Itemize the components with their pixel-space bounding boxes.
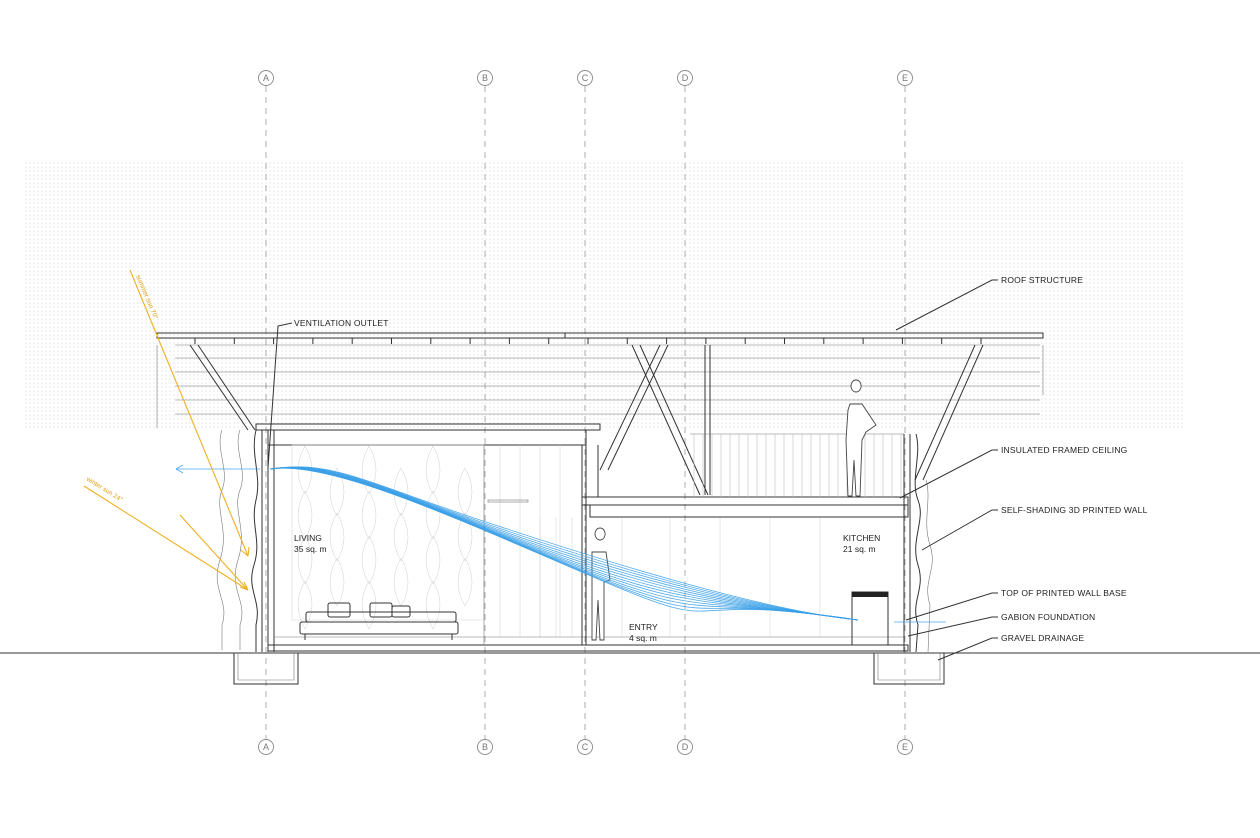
grid-label-B-top: B — [482, 73, 488, 83]
annotation-leaders — [267, 279, 998, 661]
ventilation-outlet-label: VENTILATION OUTLET — [294, 318, 389, 328]
interior-partitions — [483, 445, 587, 645]
gabion-foundation — [233, 653, 945, 685]
grid-label-A-bottom: A — [263, 742, 269, 752]
grid-bubble-D-bottom — [677, 739, 693, 755]
ventilation-airflow — [269, 466, 859, 621]
grid-bubble-D-top — [677, 70, 693, 86]
kitchen-appliance — [851, 591, 889, 646]
entry-room-name: ENTRY — [629, 622, 658, 632]
grid-label-B-bottom: B — [482, 742, 488, 752]
grid-bubble-A-bottom — [258, 739, 274, 755]
grid-bubble-B-top — [477, 70, 493, 86]
human-figure-mezzanine — [845, 379, 877, 497]
grid-label-D-bottom: D — [682, 742, 689, 752]
kitchen-room-name: KITCHEN — [843, 533, 880, 543]
left-printed-wall — [216, 429, 275, 652]
grid-bubble-E-bottom — [897, 739, 913, 755]
grid-label-A-top: A — [263, 73, 269, 83]
living-room-name: LIVING — [294, 533, 322, 543]
grid-label-C-top: C — [582, 73, 589, 83]
gravel-label: GRAVEL DRAINAGE — [1001, 633, 1084, 643]
background-elevation-hatch — [25, 162, 1185, 428]
roof-structure — [156, 332, 1044, 496]
printed-wall-label: SELF-SHADING 3D PRINTED WALL — [1001, 505, 1148, 515]
grid-label-C-bottom: C — [582, 742, 589, 752]
structural-grid: A A B B C C D D E E — [258, 70, 913, 755]
floor-slab — [267, 636, 909, 652]
grid-label-D-top: D — [682, 73, 689, 83]
living-patterned-wall — [291, 444, 485, 630]
living-room-area: 35 sq. m — [294, 544, 327, 554]
summer-sun-label: summer sun 70° — [134, 274, 160, 321]
grid-bubble-E-top — [897, 70, 913, 86]
grid-label-E-top: E — [902, 73, 908, 83]
living-roof-box — [255, 423, 601, 446]
kitchen-room-area: 21 sq. m — [843, 544, 876, 554]
roof-structure-label: ROOF STRUCTURE — [1001, 275, 1083, 285]
roof-fins — [194, 338, 982, 344]
gabion-label: GABION FOUNDATION — [1001, 612, 1095, 622]
insulated-ceiling-label: INSULATED FRAMED CEILING — [1001, 445, 1128, 455]
sun-angles: summer sun 70° winter sun 24° — [83, 269, 250, 591]
grid-bubble-A-top — [258, 70, 274, 86]
insulated-framed-ceiling — [581, 433, 909, 518]
grid-bubble-C-top — [577, 70, 593, 86]
wall-base-label: TOP OF PRINTED WALL BASE — [1001, 588, 1127, 598]
entry-room-area: 4 sq. m — [629, 633, 657, 643]
interior-panels — [499, 445, 821, 637]
grid-bubble-B-bottom — [477, 739, 493, 755]
human-figure-entry — [591, 527, 611, 641]
grid-label-E-bottom: E — [902, 742, 908, 752]
sofa — [299, 602, 459, 640]
airflow-arrow — [175, 464, 946, 623]
grid-bubble-C-bottom — [577, 739, 593, 755]
